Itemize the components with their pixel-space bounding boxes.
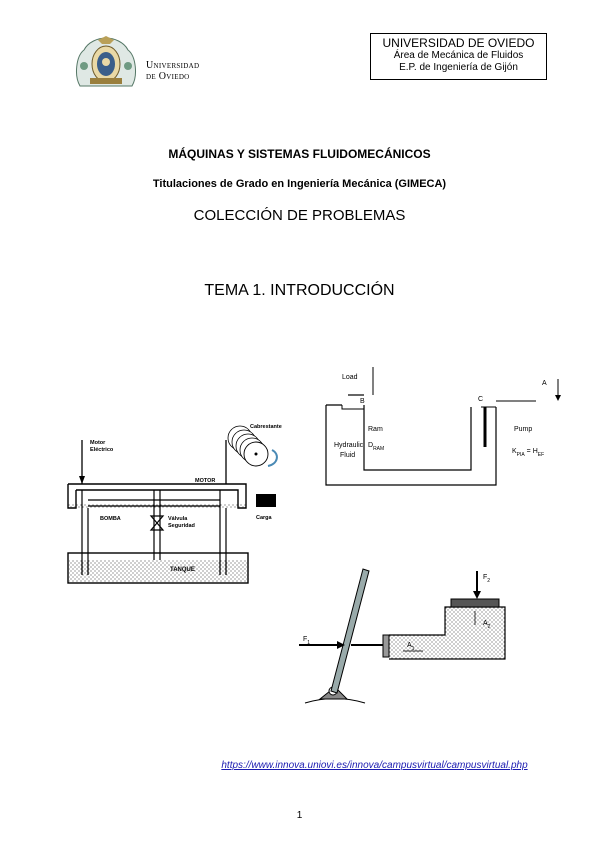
pump-equals: = H — [525, 448, 538, 455]
rotation-arrow-icon — [267, 449, 278, 467]
lever-piston-diagram: F1 A1 F2 A2 — [299, 568, 506, 704]
pump-label: Pump — [514, 426, 532, 433]
university-crest-logo — [76, 36, 136, 87]
ram-d-sub: RAM — [373, 446, 384, 452]
load-label: Carga — [256, 515, 273, 521]
pump-label: BOMBA — [100, 516, 121, 522]
tank-label: TANQUE — [170, 567, 195, 573]
svg-text:F1: F1 — [303, 636, 310, 646]
dept-university: UNIVERSIDAD DE OVIEDO — [382, 36, 535, 50]
valve-label-line1: Válvula — [168, 516, 188, 522]
collection-title: COLECCIÓN DE PROBLEMAS — [193, 207, 406, 224]
pump-h-sub: EF — [538, 452, 544, 458]
svg-text:KPIA = HEF: KPIA = HEF — [512, 448, 544, 458]
fluid-label-line2: Fluid — [340, 452, 355, 459]
pump-d-label: K — [512, 448, 517, 455]
tank-fluid — [69, 560, 247, 582]
valve-label-line2: Seguridad — [168, 523, 195, 529]
large-piston — [450, 598, 500, 608]
point-c-label: C — [478, 396, 483, 403]
dept-school: E.P. de Ingeniería de Gijón — [399, 62, 518, 73]
lever-arm — [330, 568, 370, 694]
svg-text:A2: A2 — [483, 620, 491, 630]
department-box: UNIVERSIDAD DE OVIEDO Área de Mecánica d… — [370, 33, 547, 80]
svg-text:F2: F2 — [483, 574, 490, 584]
capstan-label: Cabrestante — [250, 424, 282, 430]
point-b-label: B — [360, 398, 365, 405]
winch-hydraulic-diagram: TANQUE Motor Eléctrico Cabrestante MOTOR… — [67, 424, 282, 584]
motor-label-line2: Eléctrico — [90, 447, 114, 453]
svg-text:A1: A1 — [407, 642, 415, 652]
page-number: 1 — [296, 810, 303, 821]
university-name-line1: Universidad — [146, 60, 200, 71]
arrow-down-icon — [555, 395, 561, 401]
campus-link-container: https://www.innova.uniovi.es/innova/camp… — [0, 755, 599, 773]
point-a-label: A — [542, 380, 547, 387]
svg-text:DRAM: DRAM — [368, 442, 384, 452]
degree-subtitle: Titulaciones de Grado en Ingeniería Mecá… — [152, 178, 447, 190]
hydraulic-jack-diagram: Load B C A Ram DRAM Hydraulic Fluid Pump… — [325, 367, 561, 486]
arrow-right-icon — [337, 641, 345, 649]
course-title: MÁQUINAS Y SISTEMAS FLUIDOMECÁNICOS — [168, 147, 431, 161]
university-name-line2: de Oviedo — [146, 71, 190, 82]
arrow-down-icon — [79, 476, 85, 484]
load-block — [256, 494, 276, 507]
campus-virtual-link[interactable]: https://www.innova.uniovi.es/innova/camp… — [221, 760, 528, 771]
safety-valve-icon — [149, 515, 165, 531]
pump-d-sub: PIA — [517, 452, 526, 458]
motor-label: MOTOR — [195, 478, 215, 484]
dept-area: Área de Mecánica de Fluidos — [393, 50, 524, 61]
load-label: Load — [342, 374, 358, 381]
ram-label: Ram — [368, 426, 383, 433]
topic-title: TEMA 1. INTRODUCCIÓN — [204, 282, 395, 299]
university-name: Universidad de Oviedo — [146, 60, 199, 82]
motor-label-line1: Motor — [90, 440, 106, 446]
ram-d-label: D — [368, 442, 373, 449]
fluid-label-line1: Hydraulic — [334, 442, 364, 449]
arrow-down-icon — [473, 591, 481, 599]
